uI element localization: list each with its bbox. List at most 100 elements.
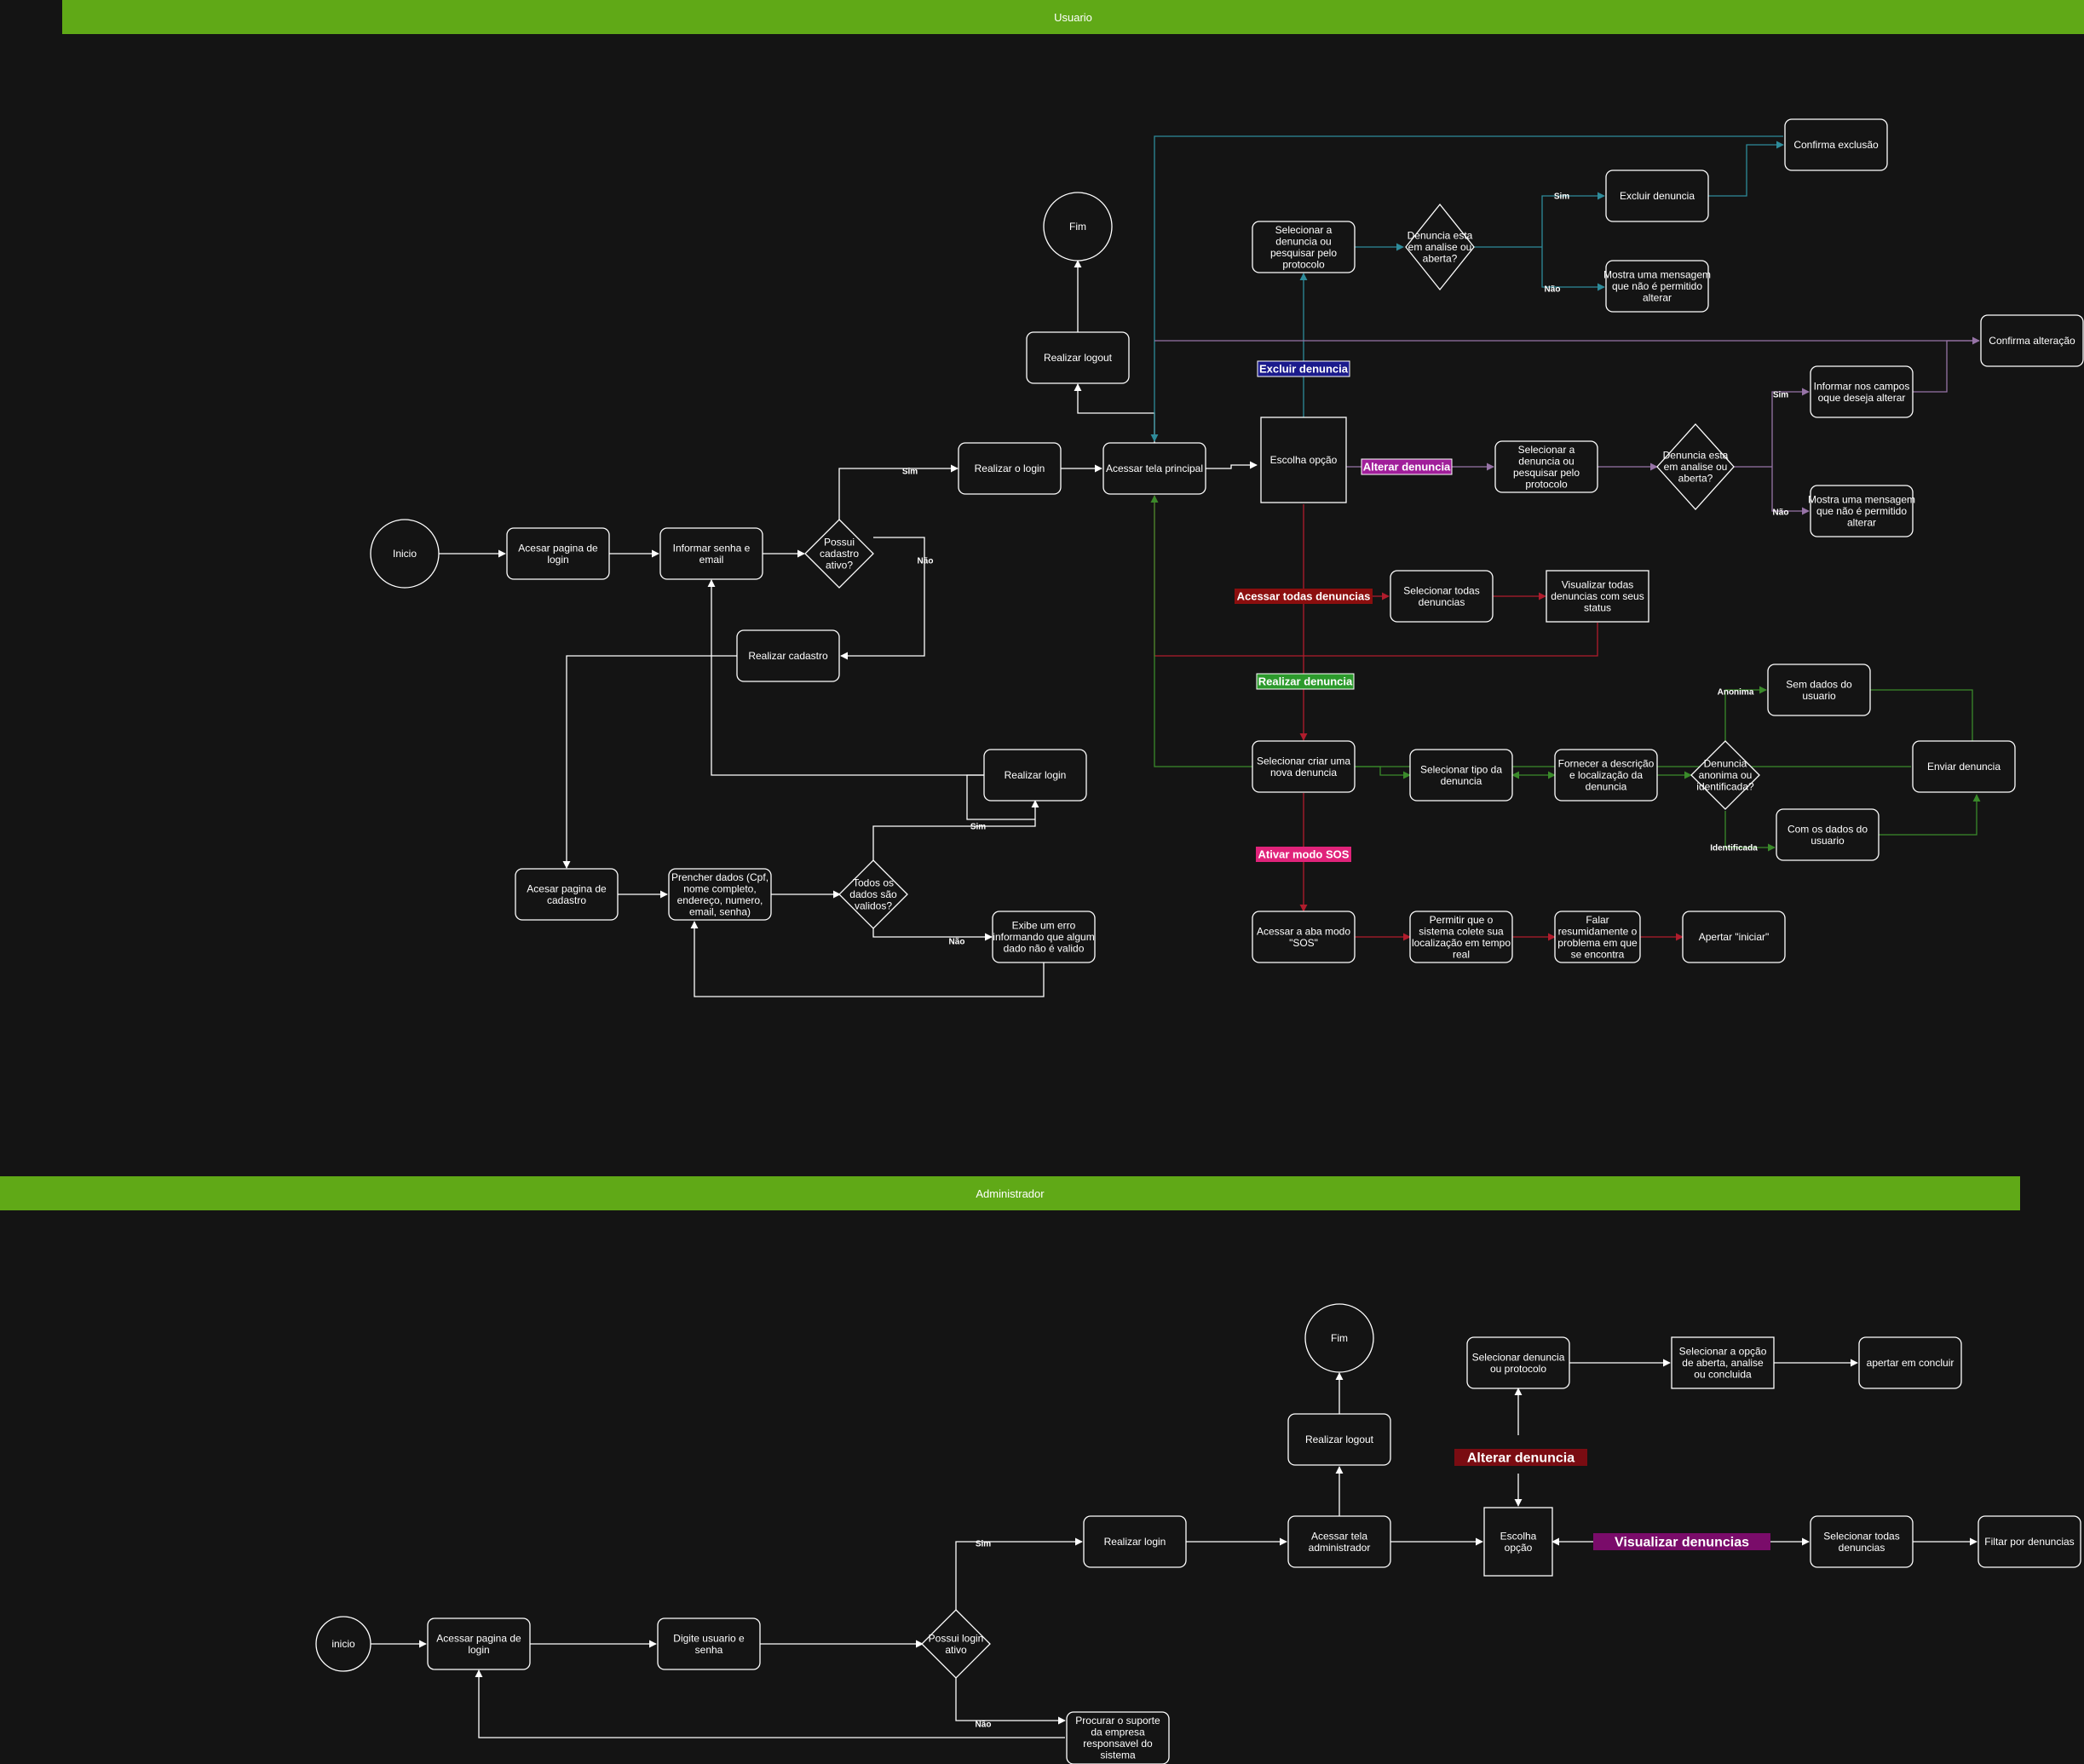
node-possui-cadastro (804, 519, 874, 589)
node-informar-campos (1810, 365, 1914, 418)
node-a-apertar-concluir (1858, 1336, 1962, 1389)
node-realizar-login2 (983, 749, 1087, 802)
node-informar-senha (659, 527, 763, 580)
nodes-u-realizar-cadastro-node-label: Realizar cadastro (748, 650, 828, 662)
nodes-u-apertar-iniciar-node-label: Apertar "iniciar" (1699, 931, 1770, 943)
node-com-dados (1776, 808, 1880, 861)
edge-sem-dados-enviar (1870, 689, 1977, 750)
edge-a-possui-sim (955, 1537, 1083, 1611)
node-confirma-exclusao (1784, 118, 1888, 171)
badges-acessar-todas-badge-label: Acessar todas denuncias (1237, 590, 1371, 603)
edge-excluir-confirma (1708, 141, 1784, 197)
edge-criar-tipo (1355, 766, 1411, 779)
edge-com-dados-enviar (1879, 794, 1981, 836)
badge-admin-alterar-bg (1454, 1449, 1587, 1466)
node-acesar-login (506, 527, 610, 580)
edge-labels-nao-admin-edge-label: Não (976, 1721, 992, 1730)
node-msg-excluir (1605, 260, 1709, 313)
node-a-sel-todas (1810, 1515, 1914, 1568)
nodes-a-realizar-login-node-label: Realizar login (1104, 1536, 1166, 1548)
node-a-realizar-login (1083, 1515, 1187, 1568)
edge-tela-escolha (1206, 461, 1258, 469)
edge-cadastro-acesar-cadastro (562, 655, 737, 869)
badges-admin-alterar-badge-label: Alterar denuncia (1467, 1451, 1575, 1466)
edge-labels-anonima-edge-label: Anonima (1718, 688, 1754, 698)
node-a-acessar-login (427, 1617, 531, 1670)
nodes-a-inicio-node-label: inicio (331, 1638, 355, 1650)
edge-todos-nao (872, 928, 993, 941)
node-a-inicio (315, 1616, 371, 1672)
edge-informar-confirma (1913, 336, 1980, 393)
nodes-u-realizar-logout-node-label: Realizar logout (1044, 352, 1113, 364)
edge-a-possui-nao (955, 1678, 1066, 1725)
edge-dec-alterar-sim (1771, 388, 1810, 467)
node-apertar-iniciar (1682, 911, 1786, 963)
node-fornecer (1554, 749, 1658, 802)
node-sel-alterar (1494, 440, 1598, 493)
edge-possui-nao (840, 537, 925, 660)
badge-alterar-bg (1361, 458, 1453, 475)
node-realizar-logout (1026, 331, 1130, 384)
node-msg-alterar (1810, 485, 1914, 537)
edge-labels-nao-cadastro-edge-label: Não (918, 557, 934, 566)
node-realizar-o-login (958, 442, 1062, 495)
node-enviar (1912, 740, 2016, 793)
edge-tela-logout (1074, 383, 1155, 443)
node-dec-alterar (1656, 423, 1735, 510)
edge-labels-nao-validos-edge-label: Não (949, 938, 965, 947)
edge-labels-identificada-edge-label: Identificada (1710, 844, 1758, 853)
node-escolha (1260, 417, 1347, 503)
nodes-u-realizar-login2-node-label: Realizar login (1005, 769, 1067, 781)
node-a-digite (657, 1617, 761, 1670)
nodes-u-inicio-node-label: Inicio (393, 548, 417, 560)
badge-excluir-bg (1257, 360, 1350, 377)
edge-possui-sim (838, 464, 959, 520)
nodes-a-filtar-node-label: Filtar por denuncias (1984, 1536, 2074, 1548)
badge-acessar-bg (1235, 589, 1373, 604)
nodes-a-fim-node-label: Fim (1331, 1332, 1348, 1344)
badges-sos-badge-label: Ativar modo SOS (1258, 848, 1350, 861)
node-a-filtar (1977, 1515, 2081, 1568)
edge-login2-informar (707, 579, 984, 776)
edge-dec-identificada (1724, 811, 1776, 852)
edge-dec-excluir-nao (1541, 247, 1605, 291)
nodes-u-excluir-node-label: Excluir denuncia (1620, 190, 1695, 202)
nodes-u-confirma-exclusao-node-label: Confirma exclusão (1793, 139, 1879, 151)
node-inicio (370, 519, 440, 589)
edge-labels-sim-alterar-edge-label: Sim (1773, 391, 1788, 400)
badges-admin-visualizar-badge-label: Visualizar denuncias (1615, 1536, 1749, 1550)
edge-labels-sim-admin-edge-label: Sim (976, 1540, 991, 1549)
node-excluir (1605, 170, 1709, 222)
node-sel-todas (1390, 570, 1494, 623)
node-dec-anonima (1690, 740, 1760, 810)
node-permitir (1409, 911, 1513, 963)
badges-alterar-badge-label: Alterar denuncia (1363, 461, 1451, 474)
edge-erro-prencher (690, 921, 1045, 997)
edge-labels-sim-validos-edge-label: Sim (970, 823, 986, 832)
node-acessar-tela (1102, 442, 1206, 495)
node-a-escolha (1483, 1507, 1553, 1577)
edge-a-procurar-login (475, 1669, 1065, 1738)
node-a-procurar (1066, 1711, 1170, 1764)
badges-realizar-badge-label: Realizar denuncia (1258, 675, 1353, 688)
